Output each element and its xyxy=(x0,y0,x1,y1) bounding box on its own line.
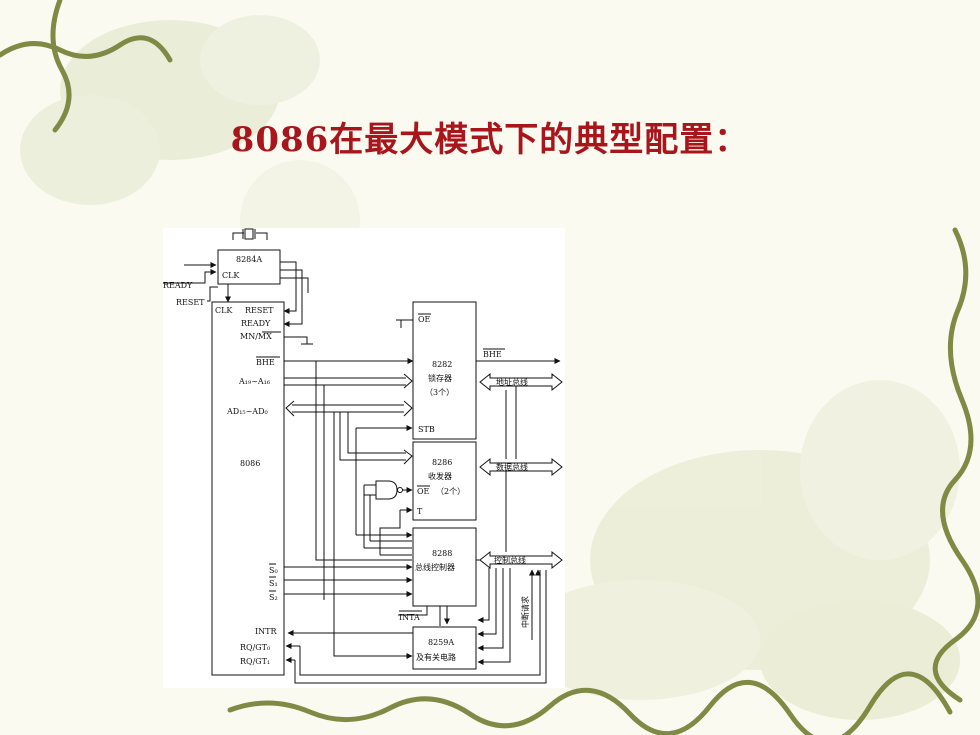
interrupt-request-label: 中断请求 xyxy=(520,596,530,628)
pin-intr: INTR xyxy=(255,627,277,636)
transceiver-t: T xyxy=(417,507,423,516)
latch-8282: OE 8282 锁存器 （3个） STB xyxy=(412,301,477,440)
inta-label: INTA xyxy=(399,613,420,622)
cpu-8086: CLK RESET READY MN/MX BHE A₁₉~A₁₆ AD₁₅~A… xyxy=(211,301,285,676)
bhe-out-label: BHE xyxy=(483,350,502,359)
pin-s0: S₀ xyxy=(269,566,278,575)
pin-bhe: BHE xyxy=(256,358,275,367)
data-bus: 数据总线 xyxy=(479,457,563,477)
latch-count: （3个） xyxy=(425,388,454,397)
address-bus: 地址总线 xyxy=(479,372,563,392)
pin-a19-a16: A₁₉~A₁₆ xyxy=(238,377,270,386)
control-bus: 控制总线 xyxy=(479,550,563,570)
pin-reset: RESET xyxy=(245,306,274,315)
ready-input-label: READY xyxy=(163,281,193,290)
transceiver-desc: 收发器 xyxy=(428,471,452,481)
bus-controller-8288: 8288 总线控制器 xyxy=(412,527,477,607)
pic-desc: 及有关电路 xyxy=(416,652,456,662)
pin-s2: S₂ xyxy=(269,593,278,602)
pic-8259a: 8259A 及有关电路 xyxy=(412,626,477,670)
pic-name: 8259A xyxy=(428,638,454,647)
transceiver-name: 8286 xyxy=(432,458,452,467)
latch-name: 8282 xyxy=(432,360,452,369)
pin-rq-gt0: RQ/GT₀ xyxy=(240,643,270,652)
chip-8284-name: 8284A xyxy=(236,255,262,264)
control-bus-label: 控制总线 xyxy=(494,555,526,565)
reset-input-label: RESET xyxy=(176,298,205,307)
circuit-diagram: 8284A CLK READY RESET CLK RESET READY MN… xyxy=(163,228,565,688)
chip-8284-clk: CLK xyxy=(222,271,240,280)
latch-oe: OE xyxy=(418,315,431,324)
latch-desc: 锁存器 xyxy=(428,373,452,383)
address-bus-label: 地址总线 xyxy=(496,377,528,387)
controller-desc: 总线控制器 xyxy=(415,562,455,572)
pin-rq-gt1: RQ/GT₁ xyxy=(240,657,270,666)
nand-gate-icon xyxy=(375,480,403,500)
clock-generator-8284a: 8284A CLK xyxy=(217,249,281,285)
pin-mn-mx: MN/MX xyxy=(240,332,272,341)
crystal-icon xyxy=(232,228,268,240)
pin-clk: CLK xyxy=(215,306,233,315)
pin-ready: READY xyxy=(241,319,271,328)
transceiver-8286: 8286 收发器 OE （2个） T xyxy=(412,441,477,521)
pin-ad15-ad0: AD₁₅~AD₀ xyxy=(226,407,268,416)
blossom-decoration xyxy=(20,15,960,720)
slide-title: 8086在最大模式下的典型配置： xyxy=(230,120,750,160)
pin-s1: S₁ xyxy=(269,579,278,588)
data-bus-label: 数据总线 xyxy=(496,462,528,472)
transceiver-count: （2个） xyxy=(436,487,465,496)
cpu-name: 8086 xyxy=(240,459,260,468)
controller-name: 8288 xyxy=(432,549,452,558)
latch-stb: STB xyxy=(418,425,435,434)
transceiver-oe: OE xyxy=(417,487,430,496)
